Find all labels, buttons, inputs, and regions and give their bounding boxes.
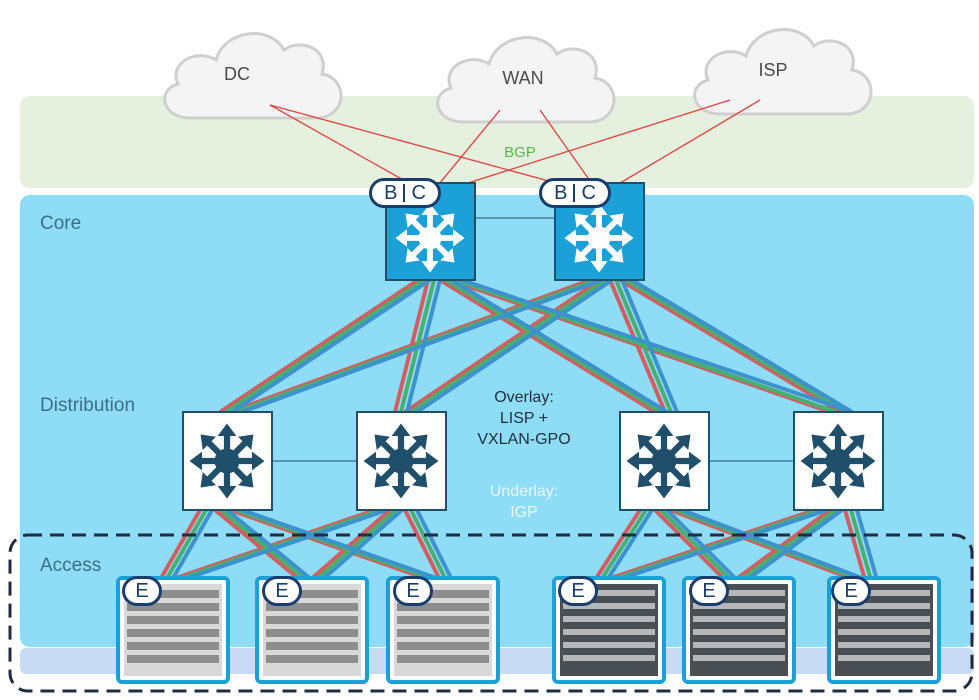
layer3-switch-icon bbox=[189, 423, 265, 499]
edge-badge: E bbox=[831, 576, 871, 606]
cloud-label-wan: WAN bbox=[502, 68, 543, 88]
edge-badge: E bbox=[558, 576, 598, 606]
overlay-line-3: VXLAN-GPO bbox=[477, 431, 571, 448]
layer3-switch-icon bbox=[395, 203, 465, 273]
overlay-note: Overlay: LISP + VXLAN-GPO bbox=[462, 387, 586, 450]
underlay-line-2: IGP bbox=[510, 504, 538, 521]
dist-access-links bbox=[158, 508, 879, 582]
border-badge-b: B bbox=[384, 181, 398, 204]
cloud-icon bbox=[163, 32, 343, 120]
access-switch-2 bbox=[255, 576, 369, 684]
border-badge-c: C bbox=[581, 181, 596, 204]
badge-separator bbox=[573, 184, 576, 202]
distribution-switch-3 bbox=[619, 411, 710, 511]
layer-label-core: Core bbox=[40, 213, 82, 234]
border-badge-c: C bbox=[411, 181, 426, 204]
border-badge-b: B bbox=[554, 181, 568, 204]
access-boundary bbox=[8, 533, 974, 693]
underlay-note: Underlay: IGP bbox=[474, 481, 574, 523]
distribution-switch-4 bbox=[793, 411, 884, 511]
layer3-switch-icon bbox=[564, 203, 634, 273]
overlay-line-2: LISP + bbox=[499, 410, 549, 427]
edge-badge: E bbox=[689, 576, 729, 606]
layer-label-access: Access bbox=[40, 555, 102, 576]
distribution-switch-1 bbox=[182, 411, 273, 511]
edge-badge: E bbox=[262, 576, 302, 606]
access-switch-5 bbox=[682, 576, 796, 684]
layer3-switch-icon bbox=[800, 423, 876, 499]
layer3-switch-icon bbox=[363, 423, 439, 499]
layer3-switch-icon bbox=[626, 423, 702, 499]
underlay-line-1: Underlay: bbox=[489, 483, 559, 500]
bgp-label: BGP bbox=[504, 144, 536, 161]
edge-badge: E bbox=[393, 576, 433, 606]
overlay-line-1: Overlay: bbox=[494, 389, 554, 406]
badge-separator bbox=[403, 184, 406, 202]
cloud-label-dc: DC bbox=[224, 64, 250, 84]
distribution-switch-2 bbox=[356, 411, 447, 511]
cloud-label-isp: ISP bbox=[758, 60, 787, 80]
edge-badge: E bbox=[122, 576, 162, 606]
layer-label-distribution: Distribution bbox=[40, 395, 136, 416]
core-dist-links bbox=[218, 278, 854, 414]
border-control-badge: B C bbox=[539, 178, 611, 208]
border-control-badge: B C bbox=[369, 178, 441, 208]
